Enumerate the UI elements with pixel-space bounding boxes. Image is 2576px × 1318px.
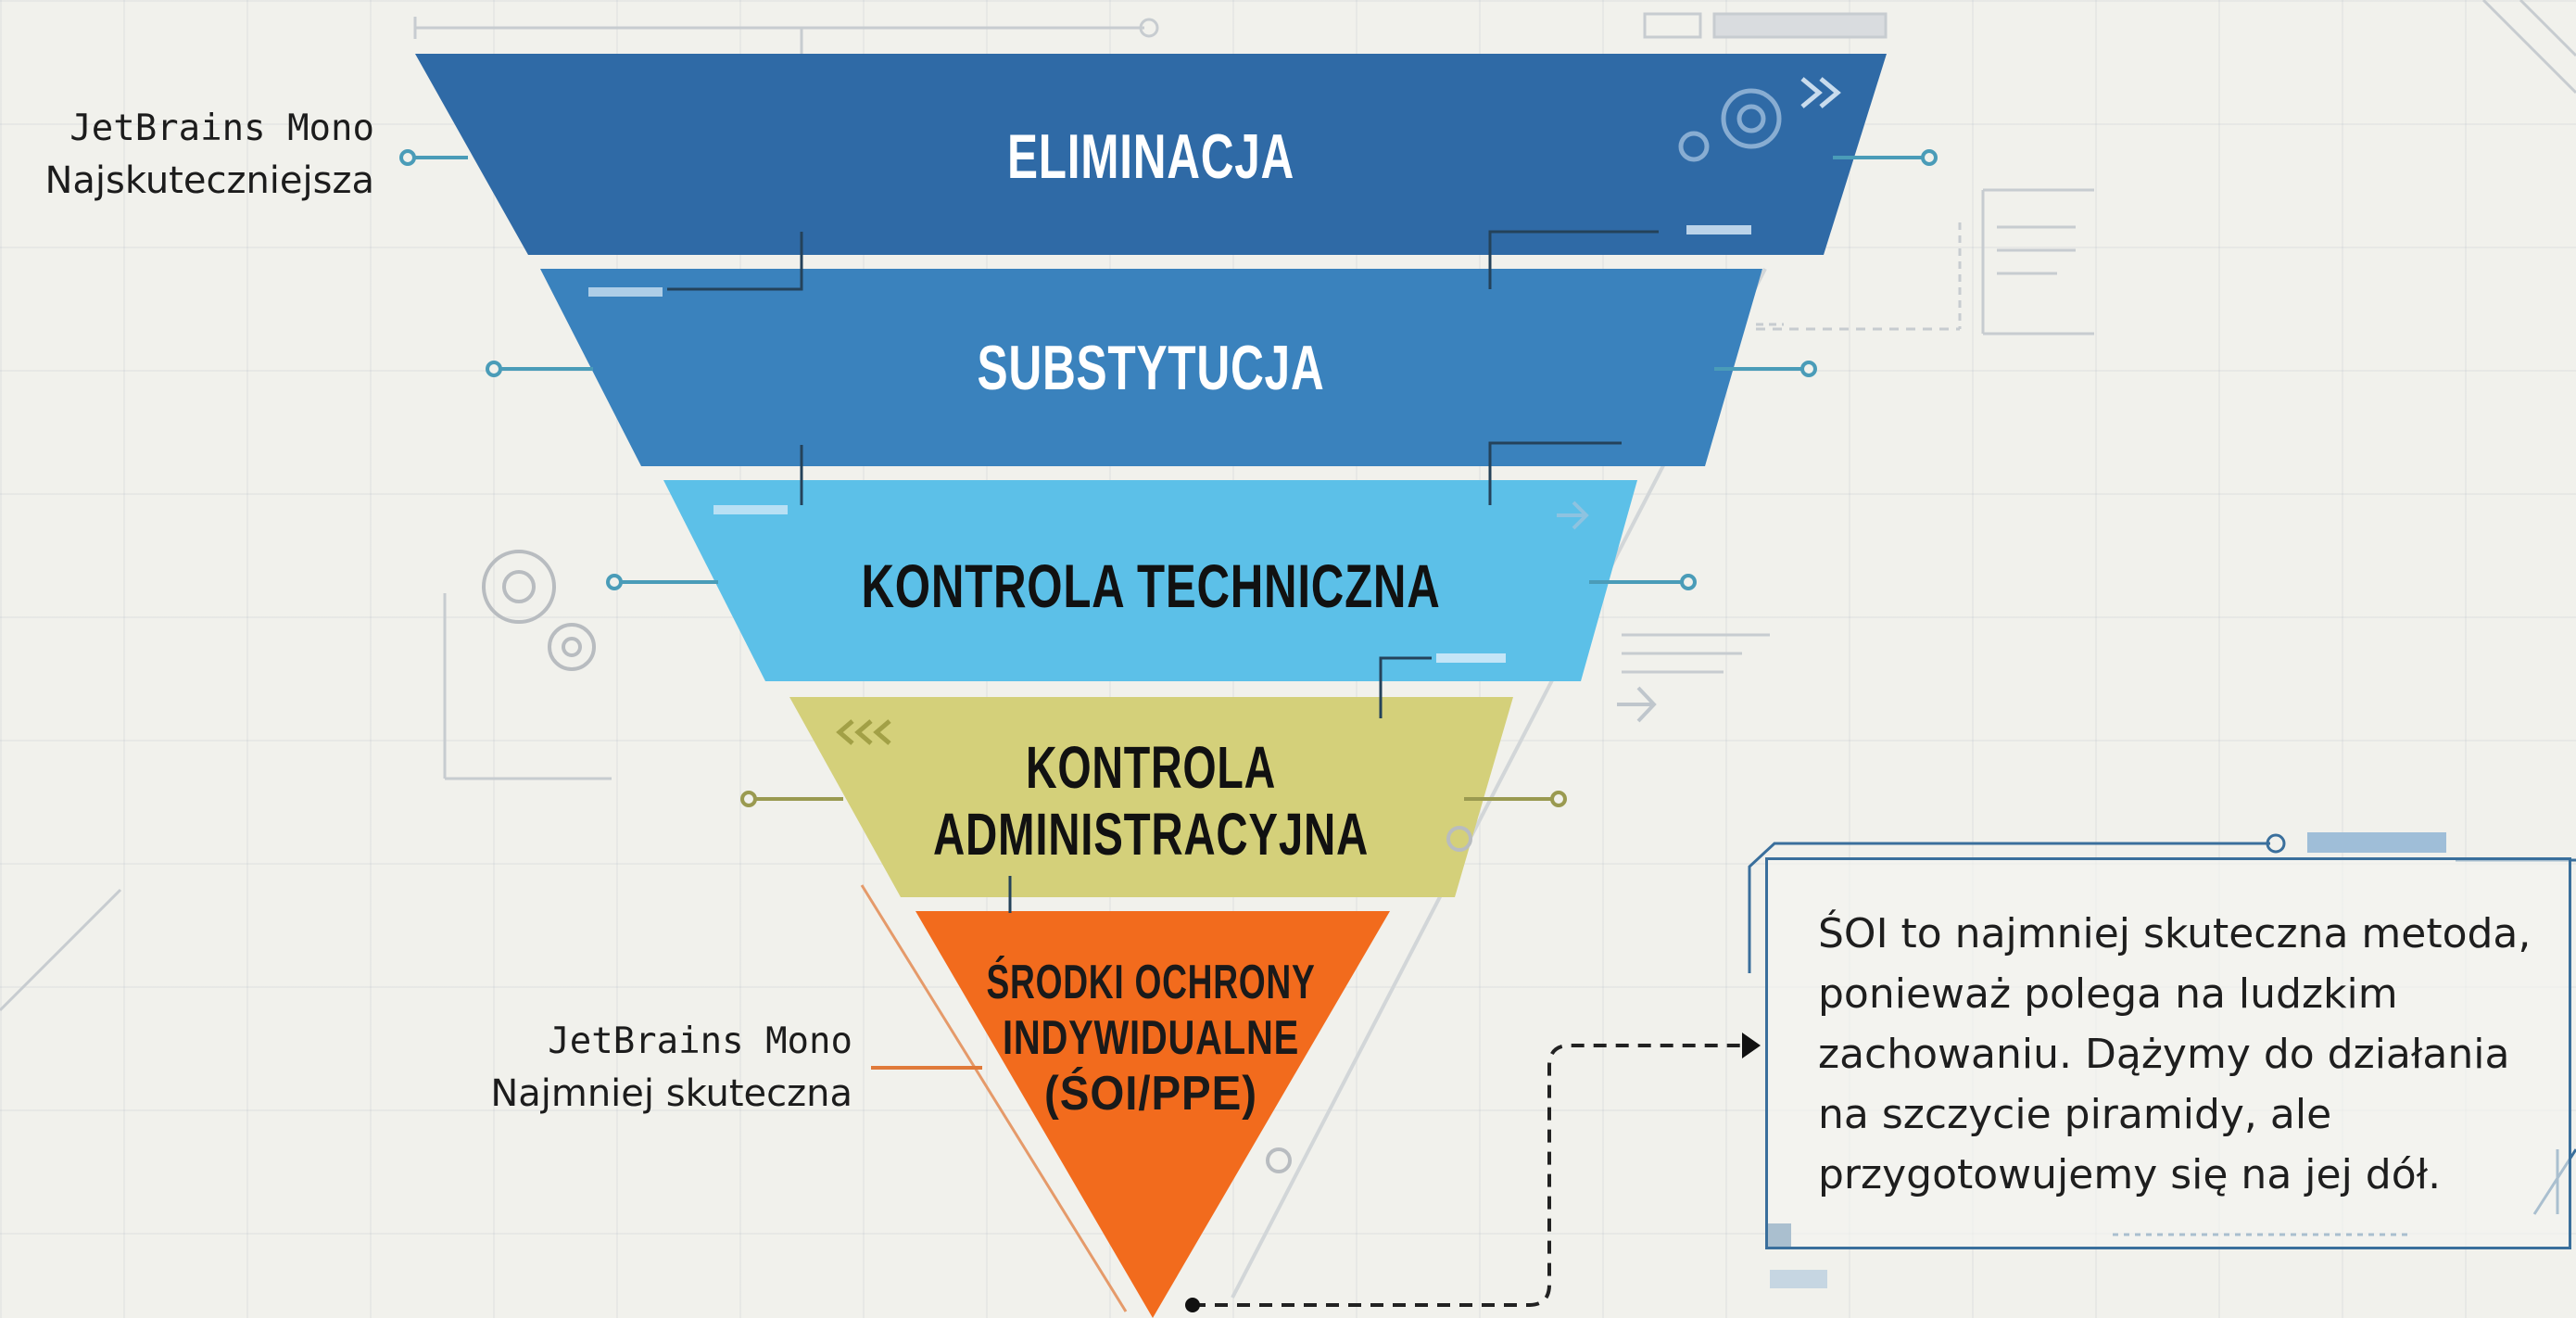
guide-line-left bbox=[860, 884, 1128, 1312]
note-line: ŚOI to najmniej skuteczna metoda, bbox=[1818, 910, 2532, 957]
note-line: na szczycie piramidy, ale bbox=[1818, 1091, 2332, 1138]
note-line: zachowaniu. Dążymy do działania bbox=[1818, 1031, 2510, 1078]
connector-level-2 bbox=[486, 361, 1817, 377]
level-5-label-line-2: INDYWIDUALNE bbox=[1003, 1011, 1299, 1065]
level-5-label-line-1: ŚRODKI OCHRONY bbox=[987, 956, 1316, 1009]
level-2-band bbox=[540, 269, 1762, 466]
connector-level-4 bbox=[740, 791, 1567, 807]
connector-level-3 bbox=[606, 574, 1697, 590]
note-line: przygotowujemy się na jej dół. bbox=[1818, 1151, 2442, 1198]
level-1-label: ELIMINACJA bbox=[1007, 121, 1294, 192]
gear-icon bbox=[482, 550, 1472, 1173]
arrow-right-icon bbox=[1557, 501, 1589, 530]
arrow-right-icon bbox=[1800, 77, 1841, 108]
label-top-font-name: JetBrains Mono bbox=[69, 108, 374, 149]
level-3-label: KONTROLA TECHNICZNA bbox=[862, 551, 1441, 620]
level-4-band bbox=[789, 697, 1513, 897]
decor-lines bbox=[0, 0, 2576, 1012]
label-most-effective: JetBrains Mono Najskuteczniejsza bbox=[13, 103, 375, 207]
chevron-left-icon bbox=[836, 719, 891, 745]
label-least-effective: JetBrains Mono Najmniej skuteczna bbox=[436, 1016, 852, 1120]
band-brackets bbox=[667, 230, 1659, 913]
gear-icon bbox=[1678, 88, 1782, 162]
label-bottom-text: Najmniej skuteczna bbox=[490, 1072, 852, 1115]
connector-level-1 bbox=[399, 149, 1938, 166]
level-3-band bbox=[663, 480, 1637, 681]
level-5-label-line-3: (ŚOI/PPE) bbox=[1044, 1067, 1257, 1121]
arrow-right-icon bbox=[1617, 686, 1657, 723]
band-tech-marks bbox=[588, 225, 1751, 663]
level-1-band bbox=[415, 54, 1887, 255]
label-bottom-font-name: JetBrains Mono bbox=[548, 1020, 852, 1062]
label-top-text: Najskuteczniejsza bbox=[44, 159, 375, 202]
note-text: ŚOI to najmniej skuteczna metoda, poniew… bbox=[1818, 904, 2559, 1205]
note-connector bbox=[1185, 1033, 1761, 1312]
note-box bbox=[1765, 857, 2571, 1249]
level-5-band bbox=[915, 911, 1390, 1318]
level-4-label-line-2: ADMINISTRACYJNA bbox=[933, 801, 1369, 868]
note-line: ponieważ polega na ludzkim bbox=[1818, 970, 2398, 1018]
level-2-label: SUBSTYTUCJA bbox=[978, 333, 1325, 403]
level-4-label-line-1: KONTROLA bbox=[1026, 734, 1276, 801]
